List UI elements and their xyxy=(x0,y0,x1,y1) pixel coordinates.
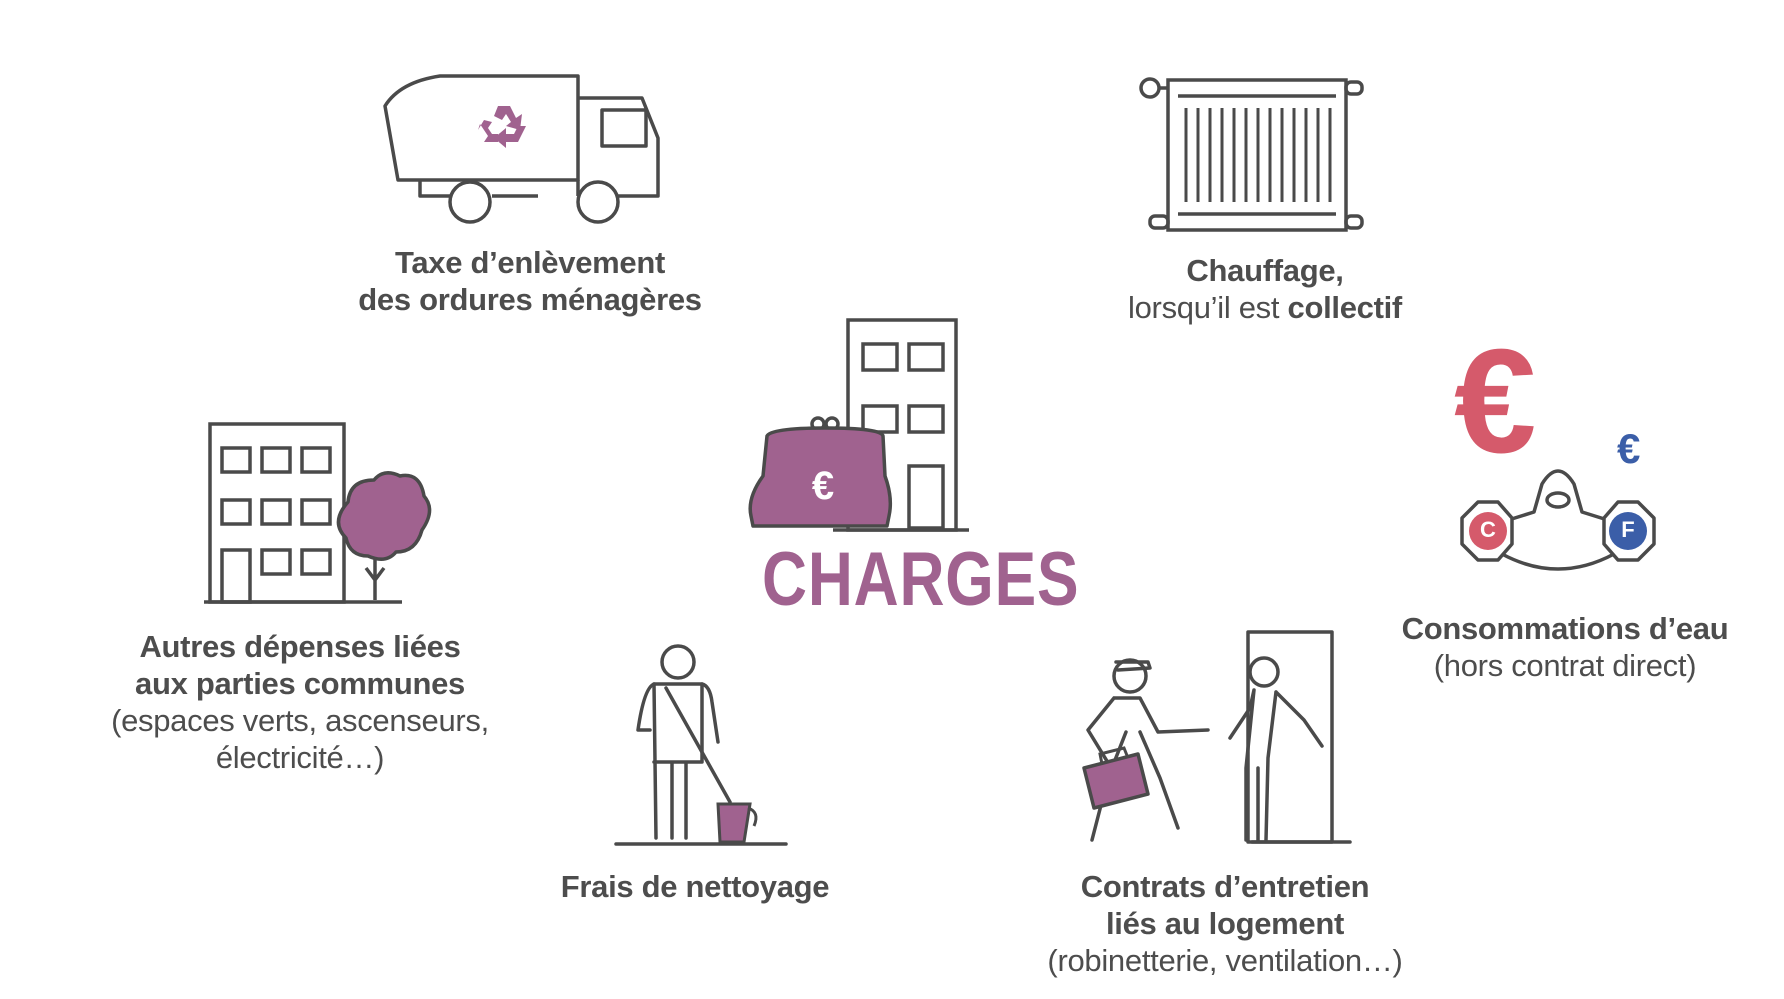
common-line4: électricité…) xyxy=(215,740,385,775)
maintenance-line2: liés au logement xyxy=(1105,906,1345,941)
hot-water-letter: C xyxy=(1474,516,1502,544)
maintenance-label: Contrats d’entretien liés au logement (r… xyxy=(1010,868,1440,979)
common-line1: Autres dépenses liées xyxy=(139,629,461,664)
heating-label: Chauffage, lorsqu’il est collectif xyxy=(1060,252,1470,326)
small-euro-symbol: € xyxy=(1617,425,1641,472)
waste-tax-line2: des ordures ménagères xyxy=(358,282,702,317)
waste-tax-line1: Taxe d’enlèvement xyxy=(395,245,665,280)
heating-line2-prefix: lorsqu’il est xyxy=(1128,290,1288,325)
maintenance-line3: (robinetterie, ventilation…) xyxy=(1047,943,1403,978)
water-label: Consommations d’eau (hors contrat direct… xyxy=(1380,610,1750,684)
common-line2: aux parties communes xyxy=(135,666,465,701)
radiator-icon xyxy=(1139,77,1364,232)
garbage-truck-recycle-icon xyxy=(383,74,660,224)
purse-euro: € xyxy=(811,464,835,508)
hot-letter: C xyxy=(1480,517,1496,542)
heating-line2-bold: collectif xyxy=(1287,290,1403,325)
big-euro-symbol: € xyxy=(1454,319,1537,484)
purse-euro-symbol: € xyxy=(793,464,853,508)
heating-line2: lorsqu’il est collectif xyxy=(1060,289,1470,326)
maintenance-line1: Contrats d’entretien xyxy=(1080,869,1370,904)
water-line1: Consommations d’eau xyxy=(1401,611,1729,646)
cold-water-letter: F xyxy=(1614,516,1642,544)
technician-at-door-icon xyxy=(1082,630,1352,844)
big-euro-icon: € xyxy=(1454,328,1536,476)
building-tree-icon xyxy=(204,422,432,604)
small-euro-icon: € xyxy=(1617,428,1640,470)
purse-and-building-icon xyxy=(748,318,969,532)
common-line3: (espaces verts, ascenseurs, xyxy=(111,703,489,738)
charges-title: CHARGES xyxy=(762,537,1080,622)
cleaning-person-mop-icon xyxy=(614,644,788,846)
water-line2: (hors contrat direct) xyxy=(1433,648,1697,683)
cold-letter: F xyxy=(1621,517,1635,542)
cleaning-label: Frais de nettoyage xyxy=(520,868,870,905)
water-tap-icon xyxy=(1460,469,1656,571)
common-areas-label: Autres dépenses liées aux parties commun… xyxy=(80,628,520,776)
cleaning-line1: Frais de nettoyage xyxy=(560,869,830,904)
waste-tax-label: Taxe d’enlèvement des ordures ménagères xyxy=(300,244,760,318)
heating-line1: Chauffage, xyxy=(1186,253,1344,288)
